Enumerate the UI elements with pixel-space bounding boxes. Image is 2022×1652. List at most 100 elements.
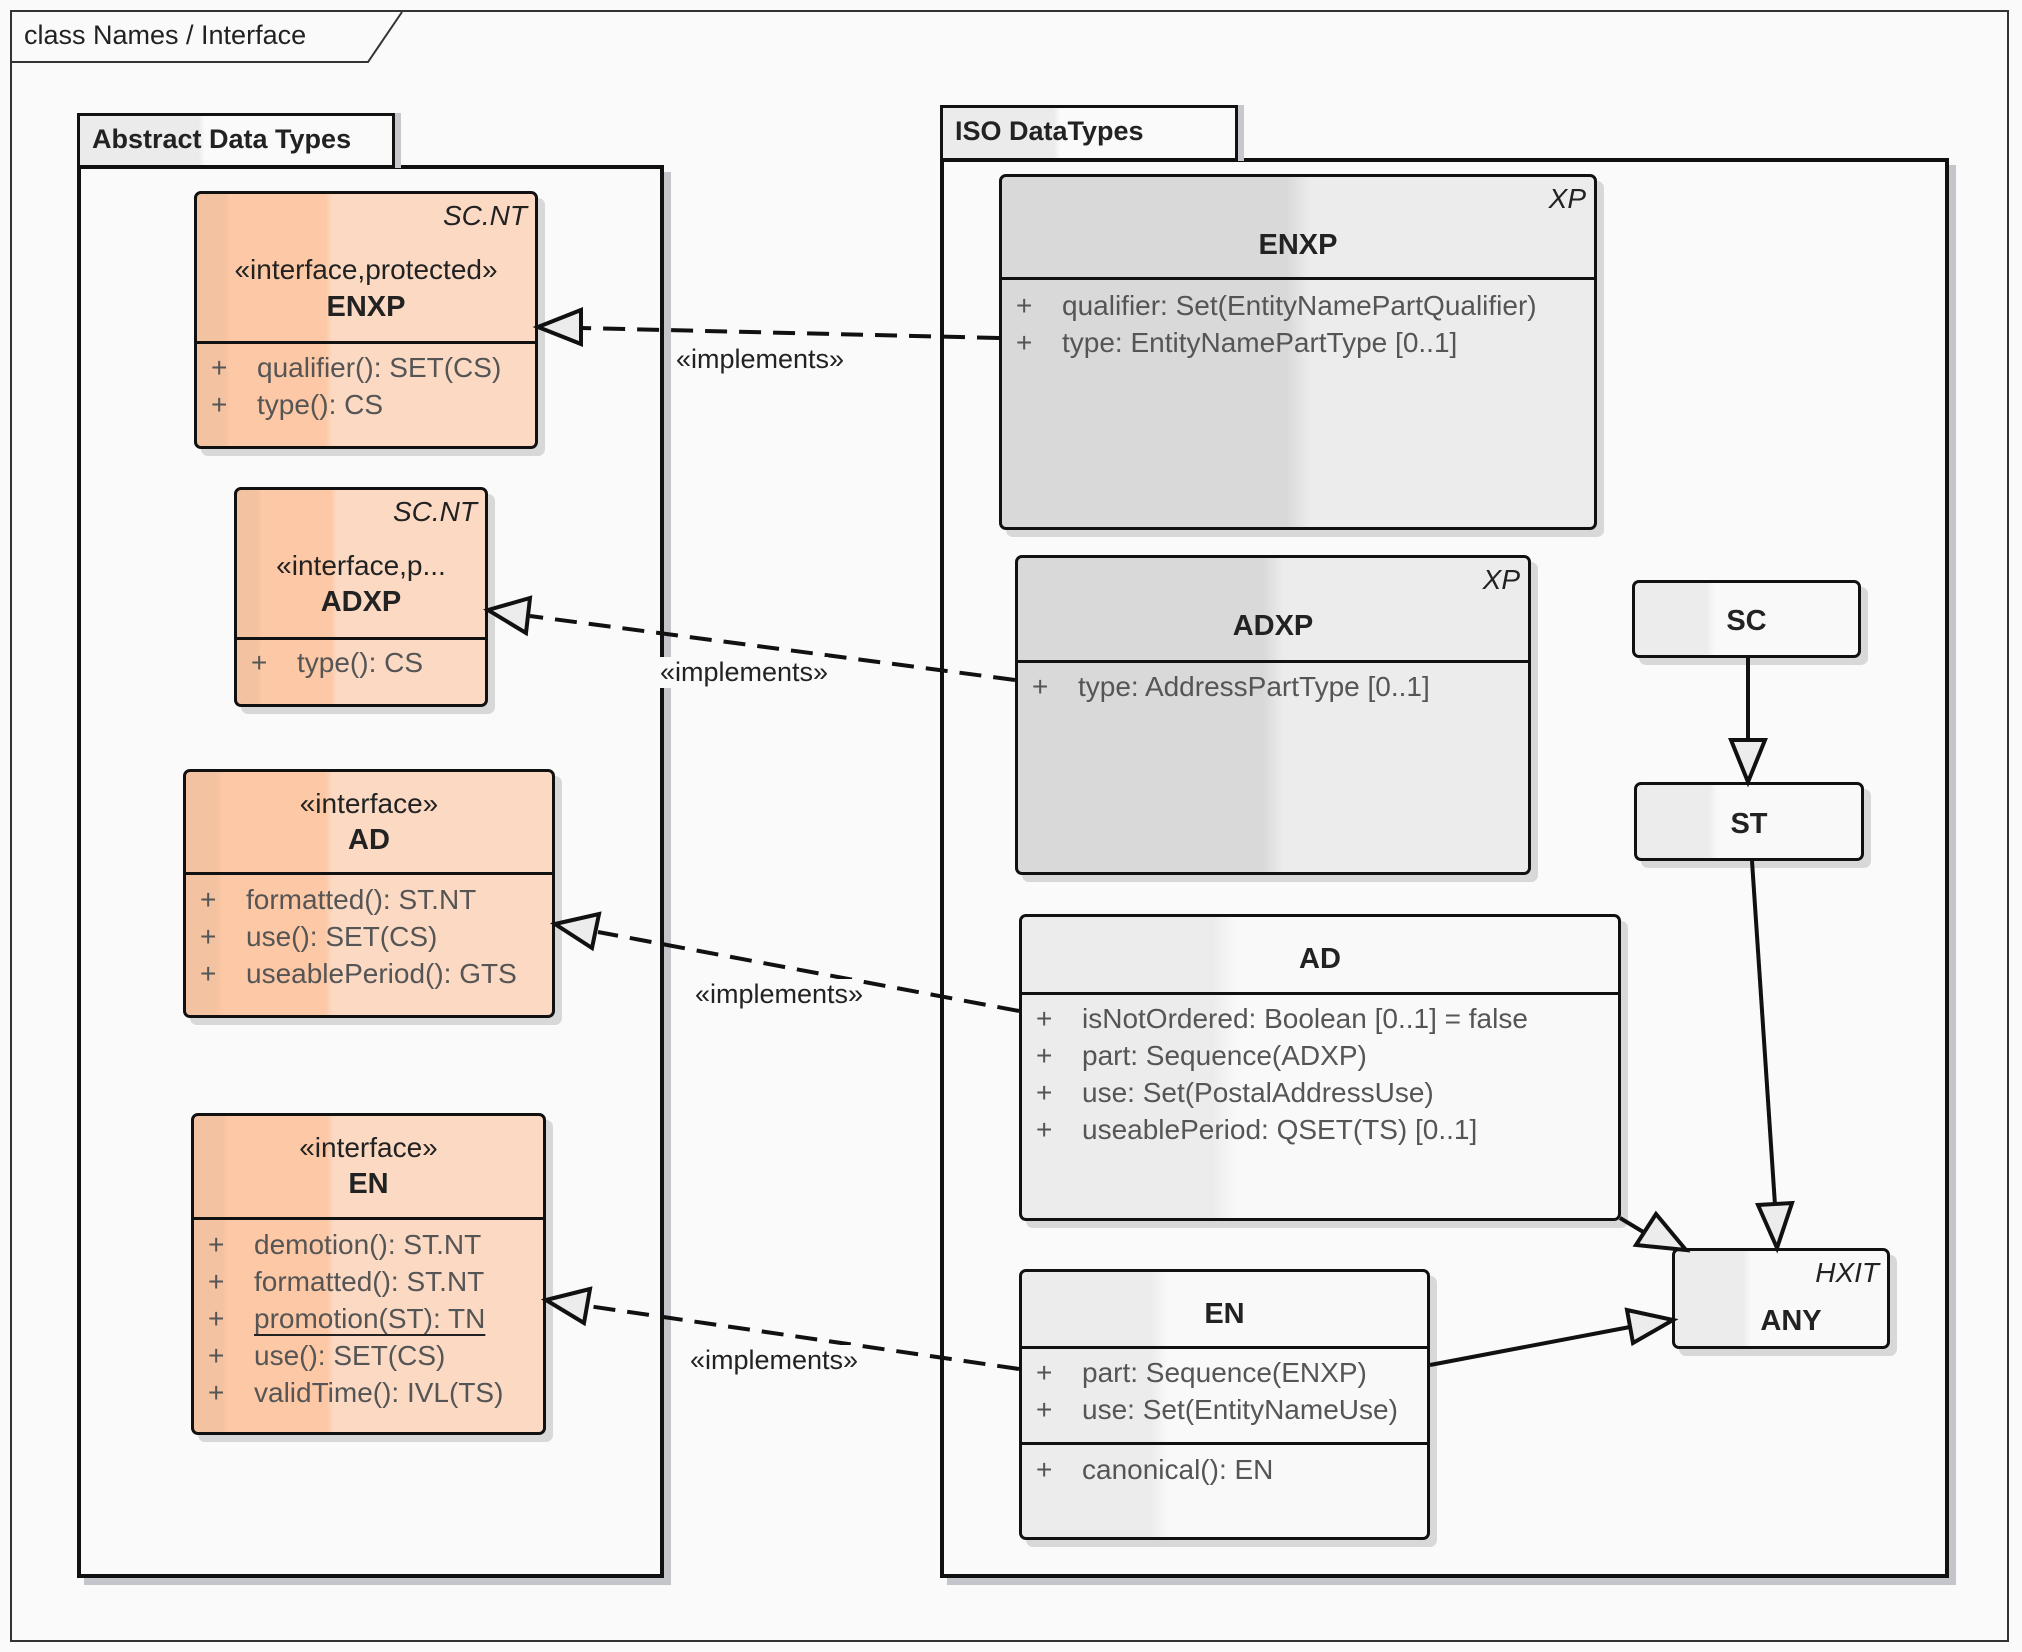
operation-row[interactable]: + type(): CS <box>237 647 485 684</box>
class-tag: XP <box>1548 183 1586 214</box>
operation-text: validTime(): IVL(TS) <box>254 1377 504 1408</box>
attribute-text: isNotOrdered: Boolean [0..1] = false <box>1082 1003 1528 1034</box>
operations-list: + canonical(): EN <box>1022 1454 1427 1491</box>
operation-row-static[interactable]: +promotion(ST): TN <box>194 1303 543 1340</box>
operation-row[interactable]: +useablePeriod(): GTS <box>186 958 552 995</box>
stereotype: «interface,p... <box>276 550 446 581</box>
attribute-text: type: AddressPartType [0..1] <box>1078 671 1430 702</box>
class-name: AD <box>348 824 390 856</box>
visibility: + <box>1032 671 1049 702</box>
class-name: ENXP <box>326 291 406 323</box>
compartment-divider <box>197 341 535 344</box>
attribute-text: useablePeriod: QSET(TS) [0..1] <box>1082 1114 1478 1145</box>
visibility: + <box>200 884 217 915</box>
generalization-en-any-line[interactable] <box>1429 1325 1631 1367</box>
operation-row[interactable]: +use(): SET(CS) <box>194 1340 543 1377</box>
visibility: + <box>1036 1077 1053 1108</box>
class-name: EN <box>348 1168 389 1200</box>
interface-en[interactable]: «interface» EN +demotion(): ST.NT +forma… <box>191 1113 546 1435</box>
operation-row[interactable]: +formatted(): ST.NT <box>194 1266 543 1303</box>
visibility: + <box>200 921 217 952</box>
generalization-ad-any-line[interactable] <box>1618 1216 1647 1235</box>
realization-en-arrowhead <box>540 1286 593 1327</box>
diagram-frame <box>10 10 2009 1642</box>
interface-enxp[interactable]: SC.NT «interface,protected» ENXP +qualif… <box>194 191 538 449</box>
operation-text: canonical(): EN <box>1082 1454 1274 1485</box>
attribute-text: part: Sequence(ENXP) <box>1082 1357 1367 1388</box>
attribute-row[interactable]: + qualifier: Set(EntityNamePartQualifier) <box>1002 290 1594 327</box>
realization-adxp-line[interactable] <box>529 614 1016 682</box>
class-st[interactable]: ST <box>1634 782 1864 861</box>
visibility: + <box>251 647 268 678</box>
operation-row[interactable]: +formatted(): ST.NT <box>186 884 552 921</box>
operation-text: formatted(): ST.NT <box>254 1266 485 1297</box>
generalization-sc-st-arrowhead <box>1728 738 1768 788</box>
attribute-text: use: Set(PostalAddressUse) <box>1082 1077 1434 1108</box>
generalization-en-any-arrowhead <box>1624 1307 1679 1347</box>
package-label: Abstract Data Types <box>92 124 352 154</box>
visibility: + <box>1016 327 1033 358</box>
attribute-row[interactable]: +part: Sequence(ADXP) <box>1022 1040 1618 1077</box>
class-tag: XP <box>1482 564 1520 595</box>
realization-ad-line[interactable] <box>597 930 1020 1013</box>
attribute-row[interactable]: +useablePeriod: QSET(TS) [0..1] <box>1022 1114 1618 1151</box>
visibility: + <box>1016 290 1033 321</box>
class-name: ANY <box>1760 1305 1822 1337</box>
generalization-ad-any-arrowhead <box>1632 1210 1691 1253</box>
operation-text: promotion(ST): TN <box>254 1303 486 1334</box>
attribute-row[interactable]: +isNotOrdered: Boolean [0..1] = false <box>1022 1003 1618 1040</box>
attribute-row[interactable]: + use: Set(PostalAddressUse) <box>1022 1077 1618 1114</box>
frame-title: class Names / Interface <box>24 20 307 50</box>
implements-label: «implements» <box>676 344 845 375</box>
realization-enxp-arrowhead <box>532 307 583 347</box>
attribute-row[interactable]: + type: EntityNamePartType [0..1] <box>1002 327 1594 364</box>
class-name: ENXP <box>1258 229 1338 261</box>
operation-row[interactable]: + use(): SET(CS) <box>186 921 552 958</box>
attributes-list: +isNotOrdered: Boolean [0..1] = false +p… <box>1022 1003 1618 1151</box>
operation-text: qualifier(): SET(CS) <box>257 352 502 383</box>
attribute-text: use: Set(EntityNameUse) <box>1082 1394 1398 1425</box>
implements-label: «implements» <box>695 979 864 1010</box>
package-tab-iso[interactable]: ISO DataTypes <box>940 105 1238 161</box>
visibility: + <box>200 958 217 989</box>
visibility: + <box>1036 1454 1053 1485</box>
class-name: EN <box>1204 1298 1245 1330</box>
attribute-row[interactable]: + use: Set(EntityNameUse) <box>1022 1394 1427 1431</box>
realization-ad-arrowhead <box>549 911 602 952</box>
operation-text: type(): CS <box>297 647 424 678</box>
class-iso-en[interactable]: EN + part: Sequence(ENXP) + use: Set(Entit… <box>1019 1269 1430 1540</box>
attribute-text: part: Sequence(ADXP) <box>1082 1040 1367 1071</box>
operation-row[interactable]: +validTime(): IVL(TS) <box>194 1377 543 1414</box>
operation-row[interactable]: + canonical(): EN <box>1022 1454 1427 1491</box>
class-iso-adxp[interactable]: XP ADXP +type: AddressPartType [0..1] <box>1015 555 1531 875</box>
operation-text: type(): CS <box>257 389 384 420</box>
compartment-divider <box>1002 277 1594 280</box>
class-sc[interactable]: SC <box>1632 580 1861 658</box>
realization-enxp-line[interactable] <box>580 326 1000 340</box>
interface-adxp[interactable]: SC.NT «interface,p... ADXP +type(): CS <box>234 487 488 707</box>
attributes-list: + part: Sequence(ENXP) + use: Set(EntityNa… <box>1022 1357 1427 1431</box>
visibility: + <box>1036 1394 1053 1425</box>
class-name: SC <box>1726 605 1767 637</box>
realization-en-line[interactable] <box>587 1304 1020 1371</box>
attribute-row[interactable]: + part: Sequence(ENXP) <box>1022 1357 1427 1394</box>
class-iso-ad[interactable]: AD +isNotOrdered: Boolean [0..1] = false… <box>1019 914 1621 1221</box>
generalization-st-any-line[interactable] <box>1750 860 1777 1206</box>
attribute-row[interactable]: + type: AddressPartType [0..1] <box>1018 671 1528 708</box>
operation-row[interactable]: +demotion(): ST.NT <box>194 1229 543 1266</box>
generalization-st-any-arrowhead <box>1755 1200 1795 1254</box>
operations-list: +formatted(): ST.NT + use(): SET(CS) +use… <box>186 884 552 995</box>
operation-text: use(): SET(CS) <box>246 921 438 952</box>
interface-ad[interactable]: «interface» AD +formatted(): ST.NT +use(… <box>183 769 555 1018</box>
implements-label: «implements» <box>690 1345 859 1376</box>
operation-row[interactable]: +type(): CS <box>197 389 535 426</box>
operation-row[interactable]: +qualifier(): SET(CS) <box>197 352 535 389</box>
visibility: + <box>1036 1357 1053 1388</box>
operations-list: +qualifier(): SET(CS) +type(): CS <box>197 352 535 426</box>
package-tab-abstract[interactable]: Abstract Data Types <box>77 113 395 168</box>
attribute-text: type: EntityNamePartType [0..1] <box>1062 327 1458 358</box>
class-iso-enxp[interactable]: XP ENXP + qualifier: Set(EntityNamePartQu… <box>999 174 1597 530</box>
attribute-text: qualifier: Set(EntityNamePartQualifier) <box>1062 290 1537 321</box>
class-any[interactable]: HXIT ANY <box>1672 1248 1890 1349</box>
class-name: AD <box>1299 943 1341 975</box>
